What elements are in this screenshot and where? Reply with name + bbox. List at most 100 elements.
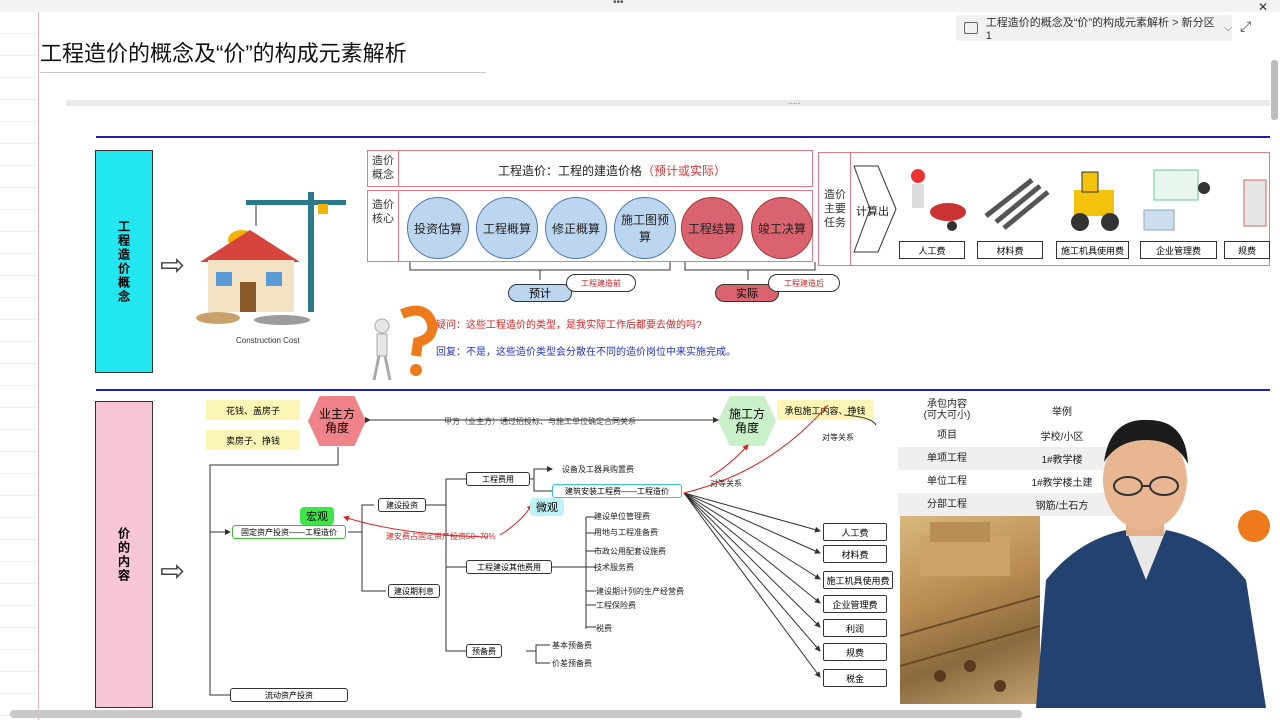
cost-material: 材料费 [823, 545, 887, 563]
page-title[interactable]: 工程造价的概念及“价”的构成元素解析 [40, 41, 407, 66]
install-fee-node: 建筑安装工程费——工程造价 [552, 484, 682, 498]
table-header-cell: 承包内容 (可大可小) [923, 399, 971, 421]
construction-interest-node: 建设期利息 [388, 584, 440, 598]
definition-left-cell [367, 150, 399, 187]
section-divider-top [96, 136, 1270, 138]
close-icon[interactable]: ✕ [1258, 0, 1269, 14]
definition-box [367, 150, 813, 187]
contractor-view-hexagon: 施工方角度 [718, 396, 776, 446]
table-cell: 钢筋/土石方 [1035, 501, 1089, 512]
core-left-cell [367, 190, 399, 262]
hollow-arrow-icon: ⇨ [160, 249, 186, 282]
core-left-label: 造价核心 [372, 199, 394, 225]
cost-labor: 人工费 [823, 523, 887, 541]
table-cell: 学校/小区 [1040, 432, 1084, 443]
definition-main: 工程造价：工程的建造价格 [498, 164, 643, 178]
expand-icon[interactable]: ⤢ [1240, 18, 1252, 34]
cost-tax: 税金 [823, 669, 887, 687]
page-margin-rule [38, 12, 39, 720]
circle-preliminary-estimate: 工程概算 [476, 197, 538, 259]
table-cell: 项目 [937, 430, 957, 441]
cost-management: 企业管理费 [823, 595, 887, 613]
equal-relation-label-1: 对等关系 [822, 433, 854, 442]
section-divider-middle [96, 389, 1270, 391]
breadcrumb[interactable]: 工程造价的概念及“价”的构成元素解析 > 新分区 1 ⌵ [956, 15, 1232, 42]
reserve-fee-node: 预备费 [466, 644, 502, 658]
other-fee-node: 工程建设其他费用 [466, 560, 552, 574]
circle-settlement: 工程结算 [681, 197, 743, 259]
answer-text: 回复：不是，这些造价类型会分散在不同的造价岗位中来实施完成。 [436, 347, 736, 358]
definition-highlight: （预计或实际） [642, 164, 727, 178]
construction-invest-node: 建设投资 [378, 498, 426, 512]
other-leaf-1: 用地与工程准备费 [594, 528, 658, 537]
notebook-icon [964, 22, 978, 34]
table-cell: 单项工程 [927, 453, 967, 464]
task-illustrations [911, 169, 1267, 231]
table-row: 分部工程 钢筋/土石方 [898, 493, 1128, 516]
task-fees: 规费 [1224, 241, 1270, 259]
task-left-label: 造价主要任务 [824, 189, 846, 229]
cost-fees: 规费 [823, 643, 887, 661]
circle-drawing-budget: 施工图预算 [614, 197, 676, 259]
liquid-asset-node: 流动资产投资 [230, 688, 348, 702]
contract-scope-table: 承包内容 (可大可小) 举例 项目 学校/小区 单项工程 1#教学楼 单位工程 … [898, 396, 1128, 516]
title-divider [40, 72, 486, 73]
actual-pill: 实际 [715, 284, 779, 302]
other-leaf-4: 建设期计列的生产经营费 [596, 587, 684, 596]
ancient-construction-photo [900, 516, 1040, 704]
cost-tree-lines [209, 405, 877, 696]
equipment-fee-leaf: 设备及工器具购置费 [562, 465, 634, 474]
page-margin-grid [0, 12, 38, 720]
concept-side-label: 工程造价概念 [95, 150, 153, 373]
table-header-cell: 举例 [1052, 406, 1072, 418]
horizontal-scrollbar[interactable] [10, 710, 1022, 718]
task-left-cell [818, 152, 851, 266]
drag-handle-icon[interactable]: ..... [788, 96, 801, 106]
content-side-label: 价的内容 [95, 401, 153, 708]
owner-view-hexagon: 业主方角度 [308, 396, 366, 446]
construction-ratio-note: 建安费占固定资产投资50~70% [386, 532, 496, 541]
other-leaf-0: 建设单位管理费 [594, 512, 650, 521]
definition-left-label: 造价概念 [372, 155, 394, 181]
task-machinery: 施工机具使用费 [1056, 241, 1129, 259]
table-row: 单位工程 1#教学楼土建 [898, 470, 1128, 493]
task-arrow-icon [853, 165, 897, 253]
estimate-pill: 预计 [508, 284, 572, 302]
task-arrow-label: 计算出 [856, 206, 889, 218]
estimate-note: 工程建造前 [566, 274, 636, 292]
definition-text: 工程造价：工程的建造价格（预计或实际） [498, 162, 726, 179]
other-leaf-5: 工程保险费 [596, 601, 636, 610]
table-cell: 1#教学楼土建 [1031, 478, 1093, 489]
reserve-leaf-1: 价差预备费 [552, 659, 592, 668]
micro-tag: 微观 [530, 498, 564, 516]
other-leaf-6: 税费 [596, 624, 612, 633]
actual-note: 工程建造后 [768, 274, 840, 292]
reserve-leaf-0: 基本预备费 [552, 641, 592, 650]
cost-machinery: 施工机具使用费 [823, 571, 893, 589]
circle-investment-estimate: 投资估算 [407, 197, 469, 259]
engineering-fee-node: 工程费用 [466, 472, 530, 486]
equal-relation-label-2: 对等关系 [710, 479, 742, 488]
table-row: 单项工程 1#教学楼 [898, 447, 1128, 470]
table-cell: 单位工程 [927, 476, 967, 487]
yellow-note-spend: 花钱、盖房子 [206, 400, 300, 420]
vertical-scrollbar[interactable] [1271, 60, 1278, 120]
table-header-row: 承包内容 (可大可小) 举例 [898, 396, 1128, 424]
task-labor: 人工费 [899, 241, 965, 259]
hollow-arrow-icon-2: ⇨ [160, 555, 186, 588]
question-text: 疑问：这些工程造价的类型，是我实际工作后都要去做的吗? [436, 320, 702, 331]
macro-tag: 宏观 [300, 507, 334, 525]
other-leaf-2: 市政公用配套设施费 [594, 547, 666, 556]
chevron-down-icon[interactable]: ⌵ [1224, 22, 1232, 34]
task-material: 材料费 [977, 241, 1043, 259]
more-dots-icon[interactable]: ••• [613, 0, 624, 8]
table-cell: 1#教学楼 [1041, 455, 1083, 466]
thinking-figure-illustration [372, 305, 438, 381]
yellow-note-earn: 卖房子、挣钱 [206, 430, 300, 450]
circle-final-accounts: 竣工决算 [751, 197, 813, 259]
house-crane-illustration [196, 192, 346, 325]
table-cell: 分部工程 [927, 499, 967, 510]
other-leaf-3: 技术服务费 [594, 563, 634, 572]
fixed-asset-node: 固定资产投资——工程造价 [232, 525, 346, 539]
